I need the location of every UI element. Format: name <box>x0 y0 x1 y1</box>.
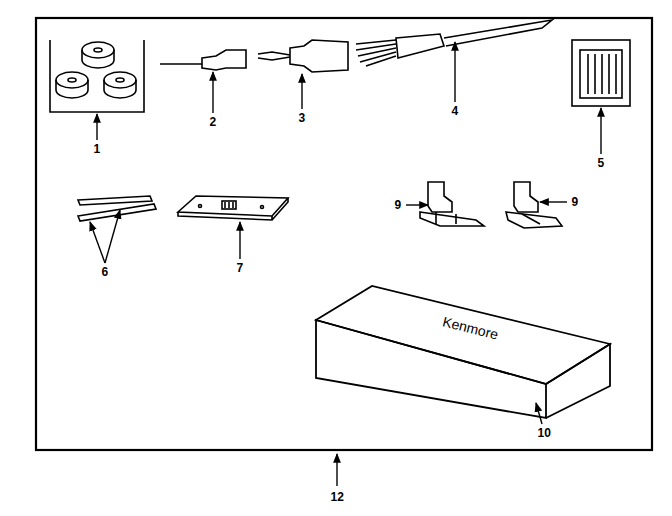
spool-pins <box>78 196 156 221</box>
needle-pack <box>572 40 630 106</box>
needle-plate <box>178 196 288 220</box>
callout-number: 9 <box>395 199 402 211</box>
presser-foot <box>506 182 562 228</box>
callout-number: 3 <box>299 112 306 124</box>
lint-brush <box>356 20 552 66</box>
callout-number: 6 <box>102 266 109 278</box>
callout-number: 7 <box>237 262 244 274</box>
callout-number: 9 <box>572 196 579 208</box>
large-screwdriver <box>258 40 348 72</box>
callout-number: 1 <box>94 143 101 155</box>
brand-text: Kenmore <box>441 314 500 341</box>
presser-foot <box>420 182 484 226</box>
accessory-box <box>316 286 610 418</box>
callout-number: 12 <box>331 491 344 503</box>
callout-number: 10 <box>538 427 551 439</box>
bobbin-tray <box>50 40 144 112</box>
frame <box>36 18 652 450</box>
leader-lines <box>90 42 601 486</box>
callout-number: 5 <box>598 157 605 169</box>
callout-number: 4 <box>452 105 459 117</box>
small-screwdriver <box>160 50 246 70</box>
callout-number: 2 <box>210 116 217 128</box>
